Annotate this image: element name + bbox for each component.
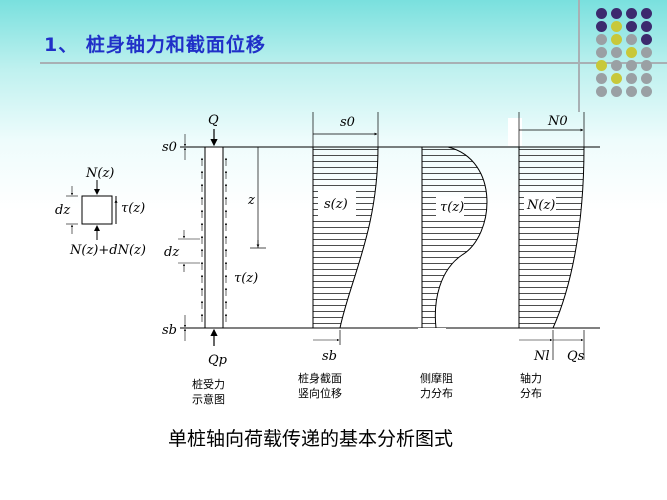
figure-caption: 单桩轴向荷载传递的基本分析图式 [168,428,454,450]
decor-dot [611,21,622,32]
pile-sb-label: sb [162,323,177,338]
pile-body [204,146,224,329]
axial-diagram: N0 N(z) Nl Qs 轴力 分布 [508,112,585,400]
decor-dot-grid [590,8,662,108]
decor-dot [626,21,637,32]
decor-dot [596,73,607,84]
element-Nz-label: N(z) [85,166,114,181]
friction-diagram: τ(z) 侧摩阻 力分布 [418,146,488,400]
element-box [81,195,113,225]
settlement-sz-label: s(z) [324,197,348,212]
decor-dot [596,86,607,97]
decor-dot [611,86,622,97]
decor-dot [611,34,622,45]
axial-Nl-label: Nl [533,349,550,364]
pile-s0-label: s0 [162,140,177,155]
decor-dot [626,34,637,45]
decor-dot [641,86,652,97]
decor-dot [596,34,607,45]
decor-dot [596,8,607,19]
decor-dot [611,60,622,71]
settlement-caption-line2: 竖向位移 [298,386,342,400]
axial-label-bg [524,194,556,214]
decor-dot [626,73,637,84]
element-dz-label: dz [55,203,70,218]
axial-caption-line2: 分布 [520,387,542,400]
pile-tau-label: τ(z) [234,271,258,286]
slide-title: 1、 桩身轴力和截面位移 [44,34,266,56]
decor-dot [641,34,652,45]
friction-tau-label: τ(z) [440,200,464,215]
settlement-diagram: s0 s(z) sb 桩身截面 竖向位移 [298,112,379,400]
axial-N0-label: N0 [547,114,568,129]
pile-dz-label: dz [164,245,179,260]
decor-dot [641,60,652,71]
element-tau-label: τ(z) [121,201,145,216]
settlement-label-bg [318,190,356,216]
pile-diagram: Q s0 sb z dz τ(z) Qp 桩受力 示意图 [162,113,266,406]
decor-dot [641,21,652,32]
friction-blank-patch [418,328,446,352]
decor-dot [596,21,607,32]
decor-dot [626,60,637,71]
pile-Qp-label: Qp [208,353,228,368]
decor-vertical-line [578,0,580,112]
pile-Q-label: Q [208,113,219,128]
axial-Qs-label: Qs [567,349,585,364]
axial-blank-patch [508,118,522,146]
decor-dot [596,47,607,58]
decor-dot [641,47,652,58]
element-diagram: N(z) dz τ(z) N(z)+dN(z) [55,166,146,258]
pile-caption-line1: 桩受力 [192,377,225,391]
decor-dot [611,73,622,84]
axial-profile [518,146,585,329]
settlement-profile [312,146,379,329]
settlement-caption-line1: 桩身截面 [298,371,342,385]
axial-Nz-label: N(z) [526,198,555,213]
decor-dot [611,8,622,19]
pile-z-label: z [247,193,255,208]
decor-dot [596,60,607,71]
decor-horizontal-line [40,62,667,64]
friction-caption-line1: 侧摩阻 [420,371,453,385]
decor-dot [626,8,637,19]
decor-dot [626,86,637,97]
settlement-sb-label: sb [322,349,337,364]
decor-dot [641,73,652,84]
friction-label-bg [436,196,464,216]
pile-side-friction-arrows [200,157,228,322]
settlement-s0-label: s0 [340,115,355,130]
friction-profile [421,146,488,329]
friction-caption-line2: 力分布 [420,387,453,400]
element-NdN-label: N(z)+dN(z) [69,243,146,258]
axial-caption-line1: 轴力 [520,371,542,385]
decor-dot [611,47,622,58]
decor-dot [626,47,637,58]
decor-dot [641,8,652,19]
pile-caption-line2: 示意图 [192,392,225,406]
